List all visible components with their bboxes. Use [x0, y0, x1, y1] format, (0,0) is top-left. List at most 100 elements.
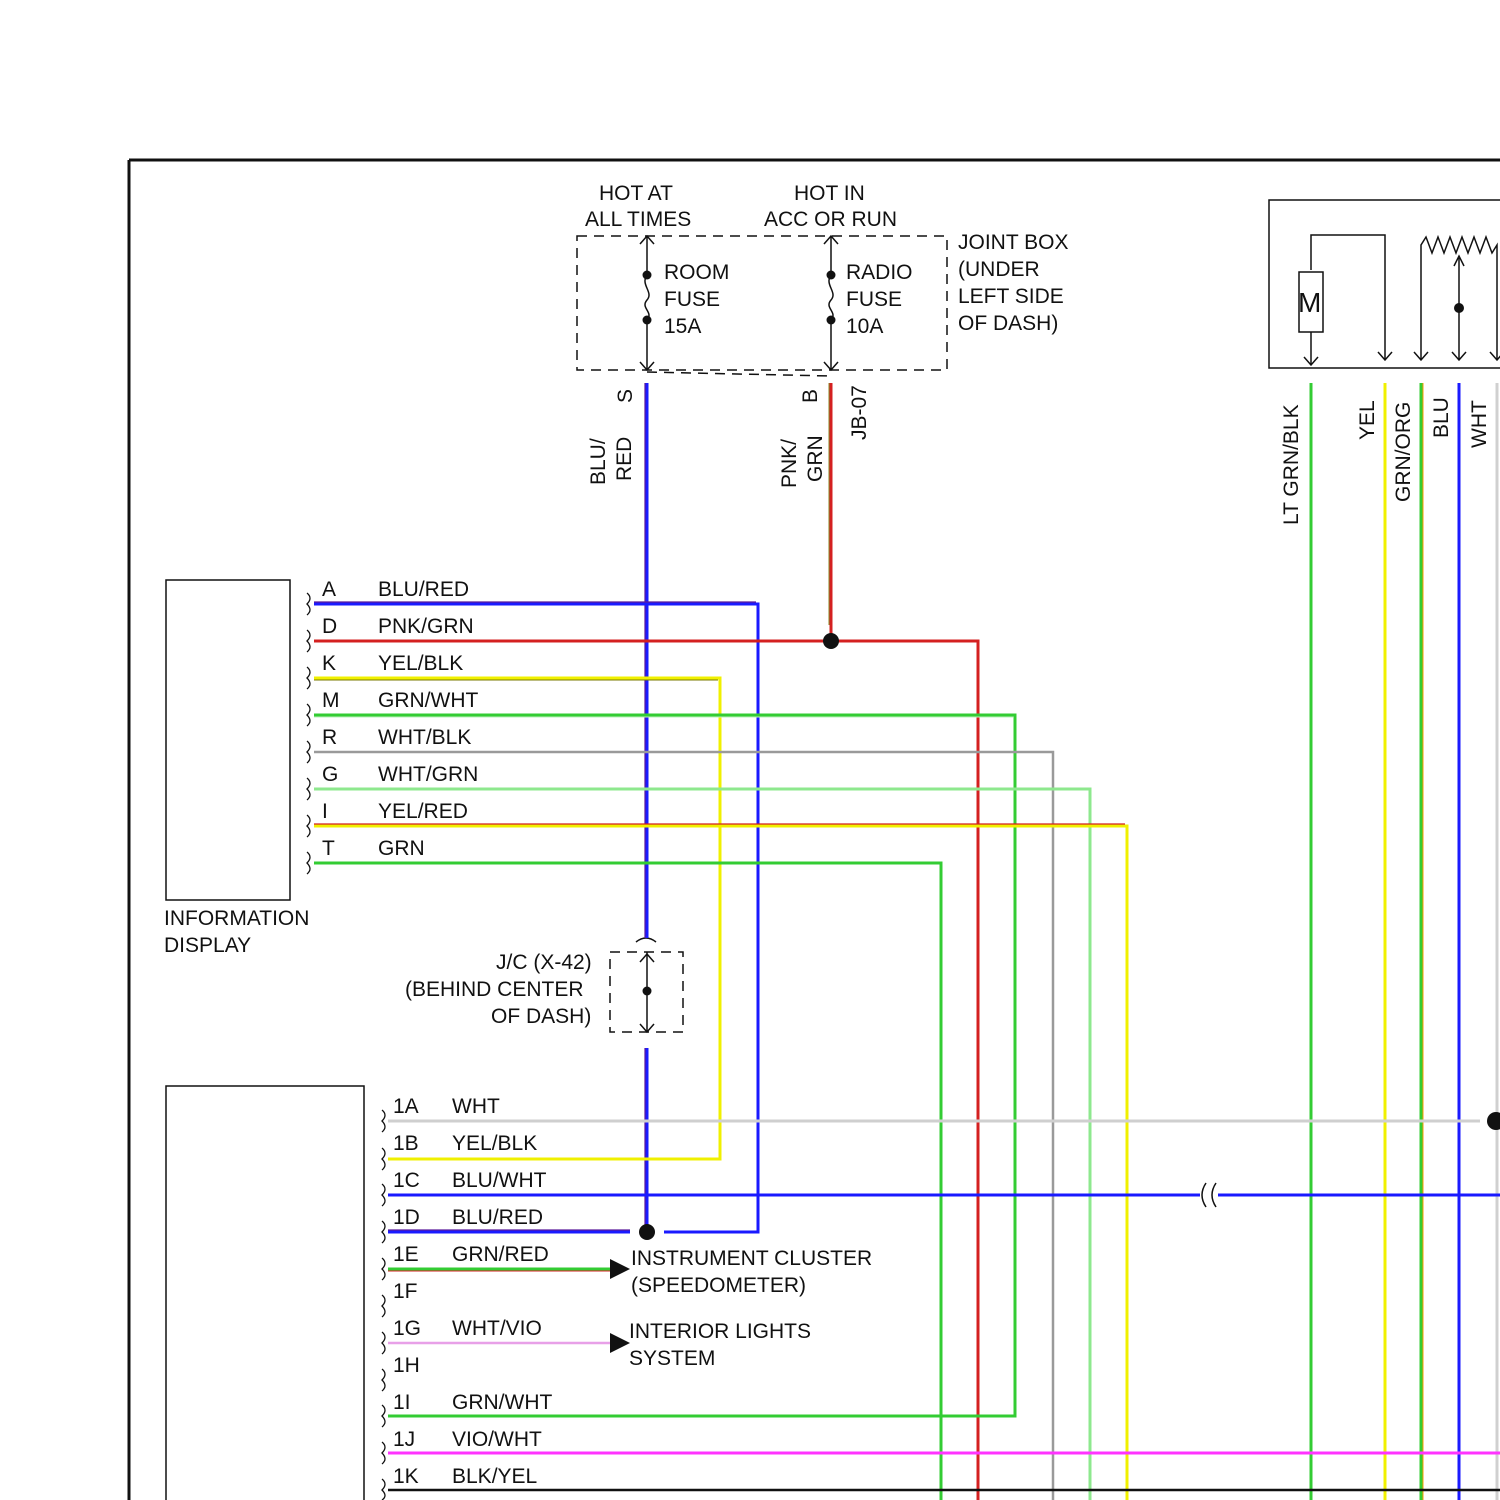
info-pin-row: K YEL/BLK — [307, 652, 463, 689]
right-wire-label-wht: WHT — [1468, 400, 1491, 448]
radio-connector: 1A WHT 1B YEL/BLK 1C BLU/WHT 1D BLU/RED … — [382, 1095, 552, 1500]
radio-pin-id: 1K — [393, 1465, 419, 1488]
right-wire-label-lt-grn-blk: LT GRN/BLK — [1280, 404, 1303, 525]
information-display-label-2: DISPLAY — [164, 934, 251, 957]
hot-in-label-2: ACC OR RUN — [764, 208, 897, 231]
jc-label-1: J/C (X-42) — [496, 951, 592, 974]
radio-pin-id: 1F — [393, 1280, 418, 1303]
joint-box-label-3: LEFT SIDE — [958, 285, 1064, 308]
radio-pin-row: 1G WHT/VIO — [382, 1317, 542, 1354]
radio-pin-wire: BLU/RED — [452, 1206, 543, 1229]
blu-red-wire-label-1: BLU/ — [587, 438, 610, 485]
radio-pin-id: 1C — [393, 1169, 420, 1192]
blu-red-wire-label-2: RED — [613, 437, 636, 481]
right-component-box — [1269, 200, 1500, 368]
info-pin-wire: YEL/RED — [378, 800, 468, 823]
radio-pin-row: 1A WHT — [382, 1095, 500, 1132]
joint-box-label-4: OF DASH) — [958, 312, 1058, 335]
info-pin-id: A — [322, 578, 336, 601]
info-pin-row: T GRN — [307, 837, 425, 874]
info-pin-wire: BLU/RED — [378, 578, 469, 601]
junction-connector-x42 — [610, 938, 683, 1032]
information-display-label-1: INFORMATION — [164, 907, 309, 930]
jc-label-2: (BEHIND CENTER — [405, 978, 584, 1001]
radio-pin-row: 1C BLU/WHT — [382, 1169, 547, 1206]
radio-pin-wire: WHT/VIO — [452, 1317, 542, 1340]
right-wire-label-yel: YEL — [1356, 400, 1379, 440]
radio-pin-wire: BLK/YEL — [452, 1465, 537, 1488]
room-fuse-label-2: FUSE — [664, 288, 720, 311]
info-pin-id: R — [322, 726, 337, 749]
room-fuse-label-1: ROOM — [664, 261, 729, 284]
radio-pin-id: 1D — [393, 1206, 420, 1229]
splice-pnk-grn — [823, 633, 839, 649]
splice-wht — [1487, 1112, 1500, 1130]
info-pin-id: T — [322, 837, 335, 860]
radio-pin-row: 1I GRN/WHT — [382, 1391, 552, 1427]
right-wire-label-grn-org: GRN/ORG — [1392, 402, 1415, 502]
inline-connector-icon — [1202, 1183, 1216, 1207]
info-pin-id: K — [322, 652, 336, 675]
radio-pin-wire: WHT — [452, 1095, 500, 1118]
hot-at-label-1: HOT AT — [599, 182, 673, 205]
jc-label-3: OF DASH) — [491, 1005, 591, 1028]
radio-pin-row: 1H — [382, 1354, 420, 1391]
radio-pin-id: 1E — [393, 1243, 419, 1266]
radio-pin-row: 1J VIO/WHT — [382, 1428, 542, 1464]
radio-pin-id: 1I — [393, 1391, 411, 1414]
radio-pin-wire: VIO/WHT — [452, 1428, 542, 1451]
pin-b-label: B — [799, 389, 822, 403]
radio-pin-wire: GRN/RED — [452, 1243, 549, 1266]
interior-lights-label-2: SYSTEM — [629, 1347, 715, 1370]
information-display-box — [166, 580, 290, 900]
info-pin-wire: GRN — [378, 837, 425, 860]
instrument-cluster-label-1: INSTRUMENT CLUSTER — [631, 1247, 872, 1270]
interior-lights-arrow-icon — [610, 1333, 630, 1353]
info-pin-wire: GRN/WHT — [378, 689, 478, 712]
info-pin-row: G WHT/GRN — [307, 763, 478, 800]
splice-blu-red — [639, 1224, 655, 1240]
instrument-cluster-label-2: (SPEEDOMETER) — [631, 1274, 806, 1297]
radio-pin-wire: BLU/WHT — [452, 1169, 547, 1192]
info-pin-wire: YEL/BLK — [378, 652, 463, 675]
radio-pin-id: 1G — [393, 1317, 421, 1340]
room-fuse — [640, 236, 654, 370]
info-pin-wire: WHT/GRN — [378, 763, 478, 786]
info-pin-wire: WHT/BLK — [378, 726, 471, 749]
radio-fuse-label-3: 10A — [846, 315, 883, 338]
info-pin-row: R WHT/BLK — [307, 726, 471, 763]
radio-pin-row: 1F — [382, 1280, 418, 1317]
info-pin-id: G — [322, 763, 338, 786]
radio-pin-id: 1J — [393, 1428, 415, 1451]
motor-symbol: M — [1298, 287, 1321, 318]
joint-box-label-1: JOINT BOX — [958, 231, 1068, 254]
radio-pin-wire: YEL/BLK — [452, 1132, 537, 1155]
radio-unit-box — [166, 1086, 364, 1500]
interior-lights-label-1: INTERIOR LIGHTS — [629, 1320, 811, 1343]
info-pin-id: D — [322, 615, 337, 638]
room-fuse-label-3: 15A — [664, 315, 701, 338]
radio-fuse-label-2: FUSE — [846, 288, 902, 311]
radio-pin-id: 1B — [393, 1132, 419, 1155]
joint-box-label-2: (UNDER — [958, 258, 1040, 281]
radio-pin-row: 1K BLK/YEL — [382, 1465, 537, 1500]
radio-fuse — [824, 236, 838, 370]
hot-in-label-1: HOT IN — [794, 182, 865, 205]
pin-s-label: S — [614, 389, 637, 403]
instrument-cluster-arrow-icon — [610, 1259, 630, 1279]
right-wire-label-blu: BLU — [1430, 397, 1453, 438]
diagram-frame — [129, 160, 1500, 1500]
pnk-grn-wire-label-1: PNK/ — [778, 439, 801, 488]
pnk-grn-wire-label-2: GRN — [804, 435, 827, 482]
info-pin-id: I — [322, 800, 328, 823]
info-pin-row: D PNK/GRN — [307, 615, 474, 652]
radio-pin-row: 1B YEL/BLK — [382, 1132, 537, 1170]
info-pin-row: A BLU/RED — [307, 578, 469, 615]
hot-at-label-2: ALL TIMES — [585, 208, 691, 231]
radio-pin-id: 1A — [393, 1095, 419, 1118]
info-pin-id: M — [322, 689, 340, 712]
info-pin-row: I YEL/RED — [307, 800, 468, 837]
jb07-label: JB-07 — [848, 385, 871, 440]
info-pin-wire: PNK/GRN — [378, 615, 474, 638]
